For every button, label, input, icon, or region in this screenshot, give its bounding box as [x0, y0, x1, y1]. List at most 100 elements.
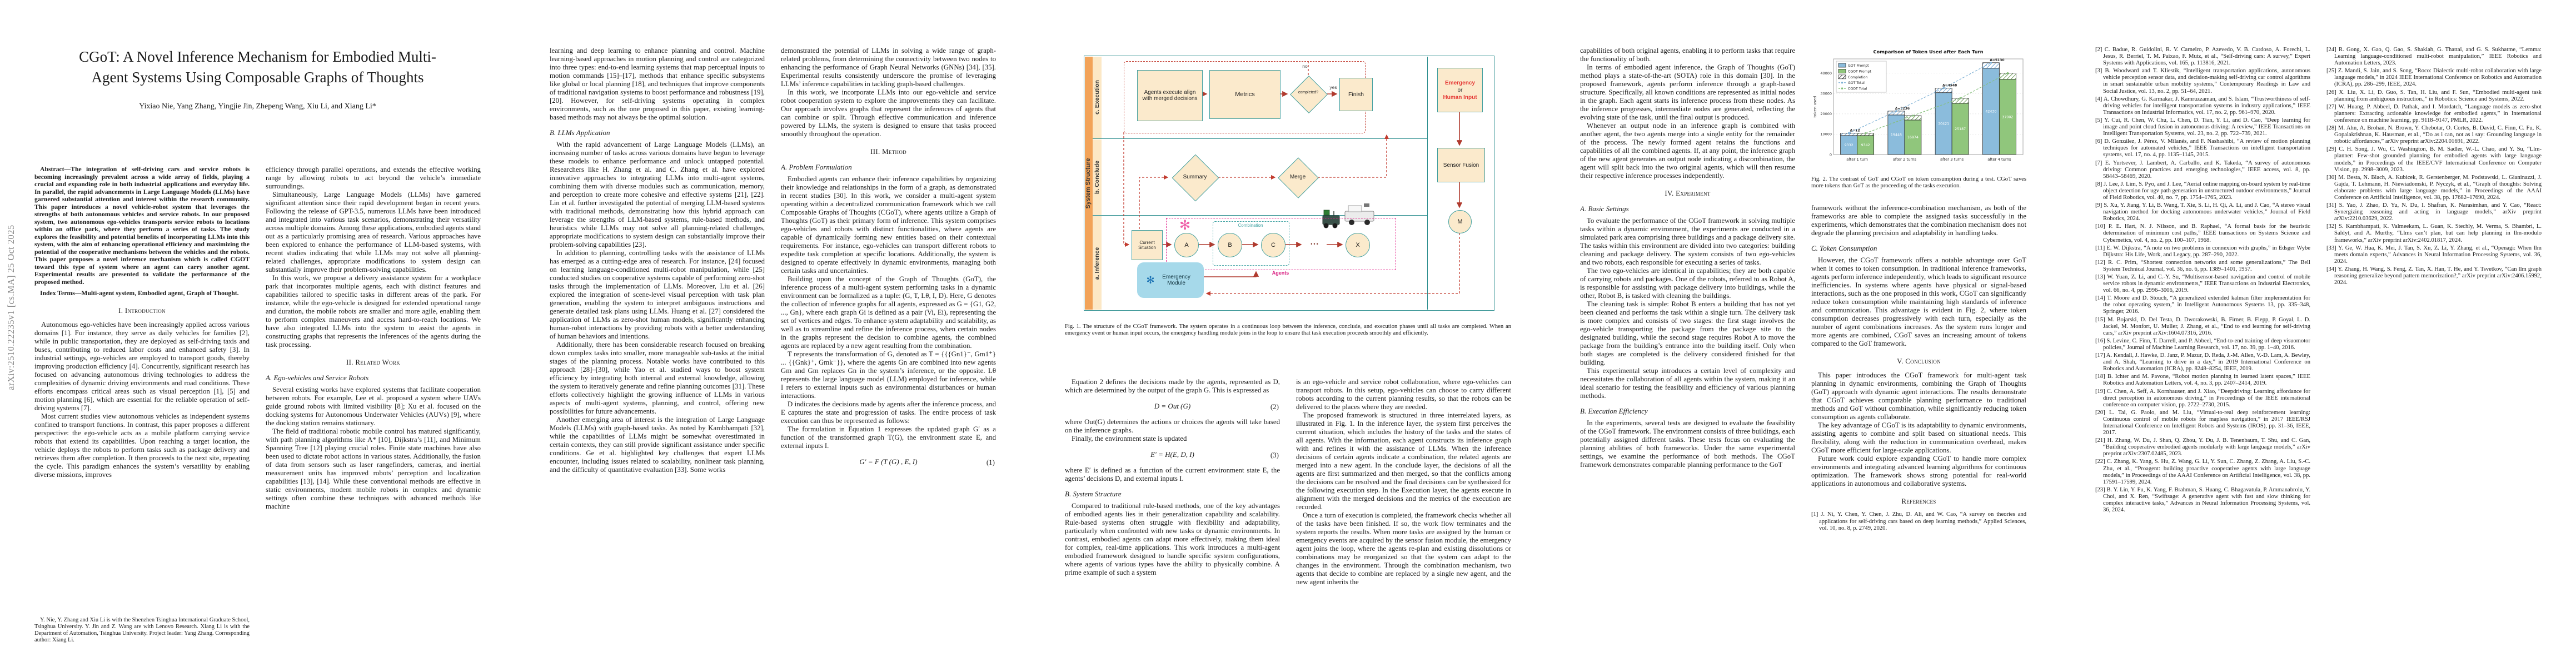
reference-item: [15] M. Bojarski, D. Del Testa, D. Dwora… — [2095, 316, 2310, 336]
fig1-combination-label: Combination — [1238, 223, 1263, 228]
paragraph: The cleaning task is simple: Robot B ent… — [1580, 300, 1795, 366]
paragraph: In terms of embodied agent inference, th… — [1580, 63, 1795, 121]
paragraph: where Out(G) determines the actions or c… — [1065, 418, 1280, 434]
equation-3-number: (3) — [1270, 451, 1279, 459]
page3-column-1: Equation 2 defines the decisions made by… — [1065, 378, 1280, 648]
fig1-system-structure-bar — [1085, 57, 1093, 310]
subheading-ego-vehicles: A. Ego-vehicles and Service Robots — [266, 374, 369, 382]
reference-item: [16] S. Levine, C. Finn, T. Darrell, and… — [2095, 337, 2310, 351]
paragraph: Embodied agents can enhance their infere… — [781, 175, 996, 275]
equation-1: G′ = F (T (G) , E, I)(1) — [859, 457, 995, 466]
svg-text:after 2 turns: after 2 turns — [1893, 157, 1917, 162]
reference-item: [2] C. Badue, R. Guidolini, R. V. Carnei… — [2095, 47, 2310, 67]
abstract: Abstract—The integration of self-driving… — [34, 166, 250, 286]
svg-text:GOT Total: GOT Total — [1848, 81, 1865, 85]
subheading-token-consumption: C. Token Consumption — [1811, 244, 1877, 253]
page-4: capabilities of both original agents, en… — [1546, 0, 2061, 667]
paragraph: Several existing works have explored sys… — [266, 386, 481, 427]
page5-columns: [2] C. Badue, R. Guidolini, R. V. Carnei… — [2095, 47, 2542, 648]
heading-conclusion: V. Conclusion — [1897, 357, 1941, 366]
fig1-combination-box — [1213, 221, 1289, 266]
reference-item: [18] B. Ichter and M. Pavone, “Robot mot… — [2095, 374, 2310, 387]
svg-text:Δ=2236: Δ=2236 — [1895, 107, 1910, 111]
fig1-agent-b: B — [1218, 233, 1242, 257]
author-footnote: Y. Nie, Y. Zhang and Xiu Li is with the … — [34, 617, 250, 644]
fig1-lane-divider — [1093, 138, 1427, 139]
svg-text:CGOT Total: CGOT Total — [1848, 87, 1867, 91]
fig1-node-metrics: Metrics — [1209, 70, 1280, 119]
paragraph: However, the CGoT framework offers a not… — [1811, 256, 2026, 348]
page1-column-2: efficiency through parallel operations, … — [266, 166, 481, 645]
fig1-node-merge-label: Merge — [1289, 174, 1306, 180]
fig1-label-no: no — [1302, 63, 1308, 69]
fig1-node-emergency-input: Emergency or Human Input — [1437, 68, 1483, 112]
fig1-lane-strip-conclude — [1093, 140, 1102, 215]
equation-3: E′ = H(E, D, I)(3) — [1150, 450, 1279, 459]
fig1-emergency-module-label: Emergency Module — [1162, 274, 1190, 286]
paragraph: Additionally, there has been considerabl… — [550, 341, 765, 415]
heading-method: III. Method — [870, 147, 906, 156]
svg-text:Completion: Completion — [1848, 76, 1868, 79]
paragraph: Another emerging area of interest is the… — [550, 416, 765, 474]
fig1-right-divider — [1427, 57, 1428, 310]
paragraph: Whenever an output node in an inference … — [1580, 122, 1795, 180]
heading-introduction: I. Introduction — [118, 306, 166, 315]
references-column-2: [24] R. Gong, X. Gao, Q. Gao, S. Shakiah… — [2326, 47, 2542, 648]
svg-text:after 4 turns: after 4 turns — [1987, 157, 2011, 162]
page1-columns: Abstract—The integration of self-driving… — [34, 166, 481, 645]
reference-item: [13] W. Yuan, Z. Li, and C.-Y. Su, “Mult… — [2095, 274, 2310, 294]
svg-text:30000: 30000 — [1820, 92, 1832, 96]
svg-text:Δ=5130: Δ=5130 — [1990, 58, 2004, 62]
page1-column-1: Abstract—The integration of self-driving… — [34, 166, 250, 645]
svg-text:25187: 25187 — [1955, 127, 1966, 131]
equation-2: D = Out (G)(2) — [1154, 402, 1279, 411]
paragraph: Most current studies view autonomous veh… — [34, 412, 250, 479]
reference-item: [28] M. Ahn, A. Brohan, N. Brown, Y. Che… — [2326, 125, 2542, 145]
figure-1-diagram: System Structure c. Execution b. Conclud… — [1084, 56, 1495, 311]
fig1-frame — [1084, 56, 1494, 311]
fig1-agent-a: A — [1174, 233, 1199, 257]
paragraph: The two ego-vehicles are identical in ca… — [1580, 267, 1795, 300]
fig1-node-completed-label: completed? — [1298, 91, 1319, 94]
reference-item: [19] C. Chen, A. Seff, A. Kornhauser, an… — [2095, 388, 2310, 408]
paragraph: In this work, we incorporate LLMs into o… — [781, 88, 996, 138]
page2-column-2: demonstrated the potential of LLMs in so… — [781, 47, 996, 648]
index-terms: Index Terms—Multi-agent system, Embodied… — [40, 290, 239, 297]
paragraph: is an ego-vehicle and service robot coll… — [1296, 378, 1511, 411]
figure-2-caption: Fig. 2. The contrast of GoT and CGoT on … — [1811, 176, 2026, 190]
paragraph: In the experiments, several tests are de… — [1580, 419, 1795, 469]
reference-item: [26] X. Liu, X. Li, D. Guo, S. Tan, H. L… — [2326, 89, 2542, 102]
paragraph: With the rapid advancement of Large Lang… — [550, 141, 765, 248]
svg-text:9342: 9342 — [1861, 143, 1870, 147]
reference-item: [22] C. Zhang, K. Yang, S. Hu, Z. Wang, … — [2095, 459, 2310, 485]
reference-item: [17] A. Kendall, J. Hawke, D. Janz, P. M… — [2095, 352, 2310, 372]
paragraph: framework without the inference-combinat… — [1811, 204, 2026, 237]
subheading-problem-formulation: A. Problem Formulation — [781, 163, 852, 171]
fig1-lane-label-execution: c. Execution — [1094, 80, 1100, 115]
reference-item: [29] C. H. Song, J. Wu, C. Washington, B… — [2326, 146, 2542, 173]
fig1-node-finish: Finish — [1339, 78, 1373, 111]
svg-text:42430: 42430 — [1985, 109, 1996, 113]
fig1-lane-label-conclude: b. Conclude — [1094, 160, 1100, 195]
svg-text:after 3 turns: after 3 turns — [1940, 157, 1964, 162]
paragraph: The field of traditional robotic mobile … — [266, 427, 481, 510]
equation-2-number: (2) — [1270, 402, 1279, 411]
subheading-execution-efficiency: B. Execution Efficiency — [1580, 407, 1648, 415]
fig1-node-m: M — [1448, 210, 1472, 233]
paragraph: The proposed framework is structured in … — [1296, 411, 1511, 511]
paragraph: capabilities of both original agents, en… — [1580, 47, 1795, 63]
fig1-label-yes: yes — [1329, 84, 1337, 90]
paragraph: learning and deep learning to enhance pl… — [550, 47, 765, 121]
fig1-side-label: System Structure — [1085, 158, 1092, 209]
subheading-system-structure: B. System Structure — [1065, 490, 1122, 498]
svg-text:19448: 19448 — [1891, 133, 1902, 137]
reference-item: [20] L. Tai, G. Paolo, and M. Liu, “Virt… — [2095, 409, 2310, 436]
paragraph: This paper introduces the CGoT framework… — [1811, 371, 2026, 421]
reference-item: [3] B. Woodward and T. Kliestik, “Intell… — [2095, 68, 2310, 94]
reference-item: [4] A. Chowdhury, G. Karmakar, J. Kamruz… — [2095, 96, 2310, 116]
fig1-node-execute: Agents execute align with merged decisio… — [1137, 70, 1203, 121]
paragraph: Equation 2 defines the decisions made by… — [1065, 378, 1280, 394]
